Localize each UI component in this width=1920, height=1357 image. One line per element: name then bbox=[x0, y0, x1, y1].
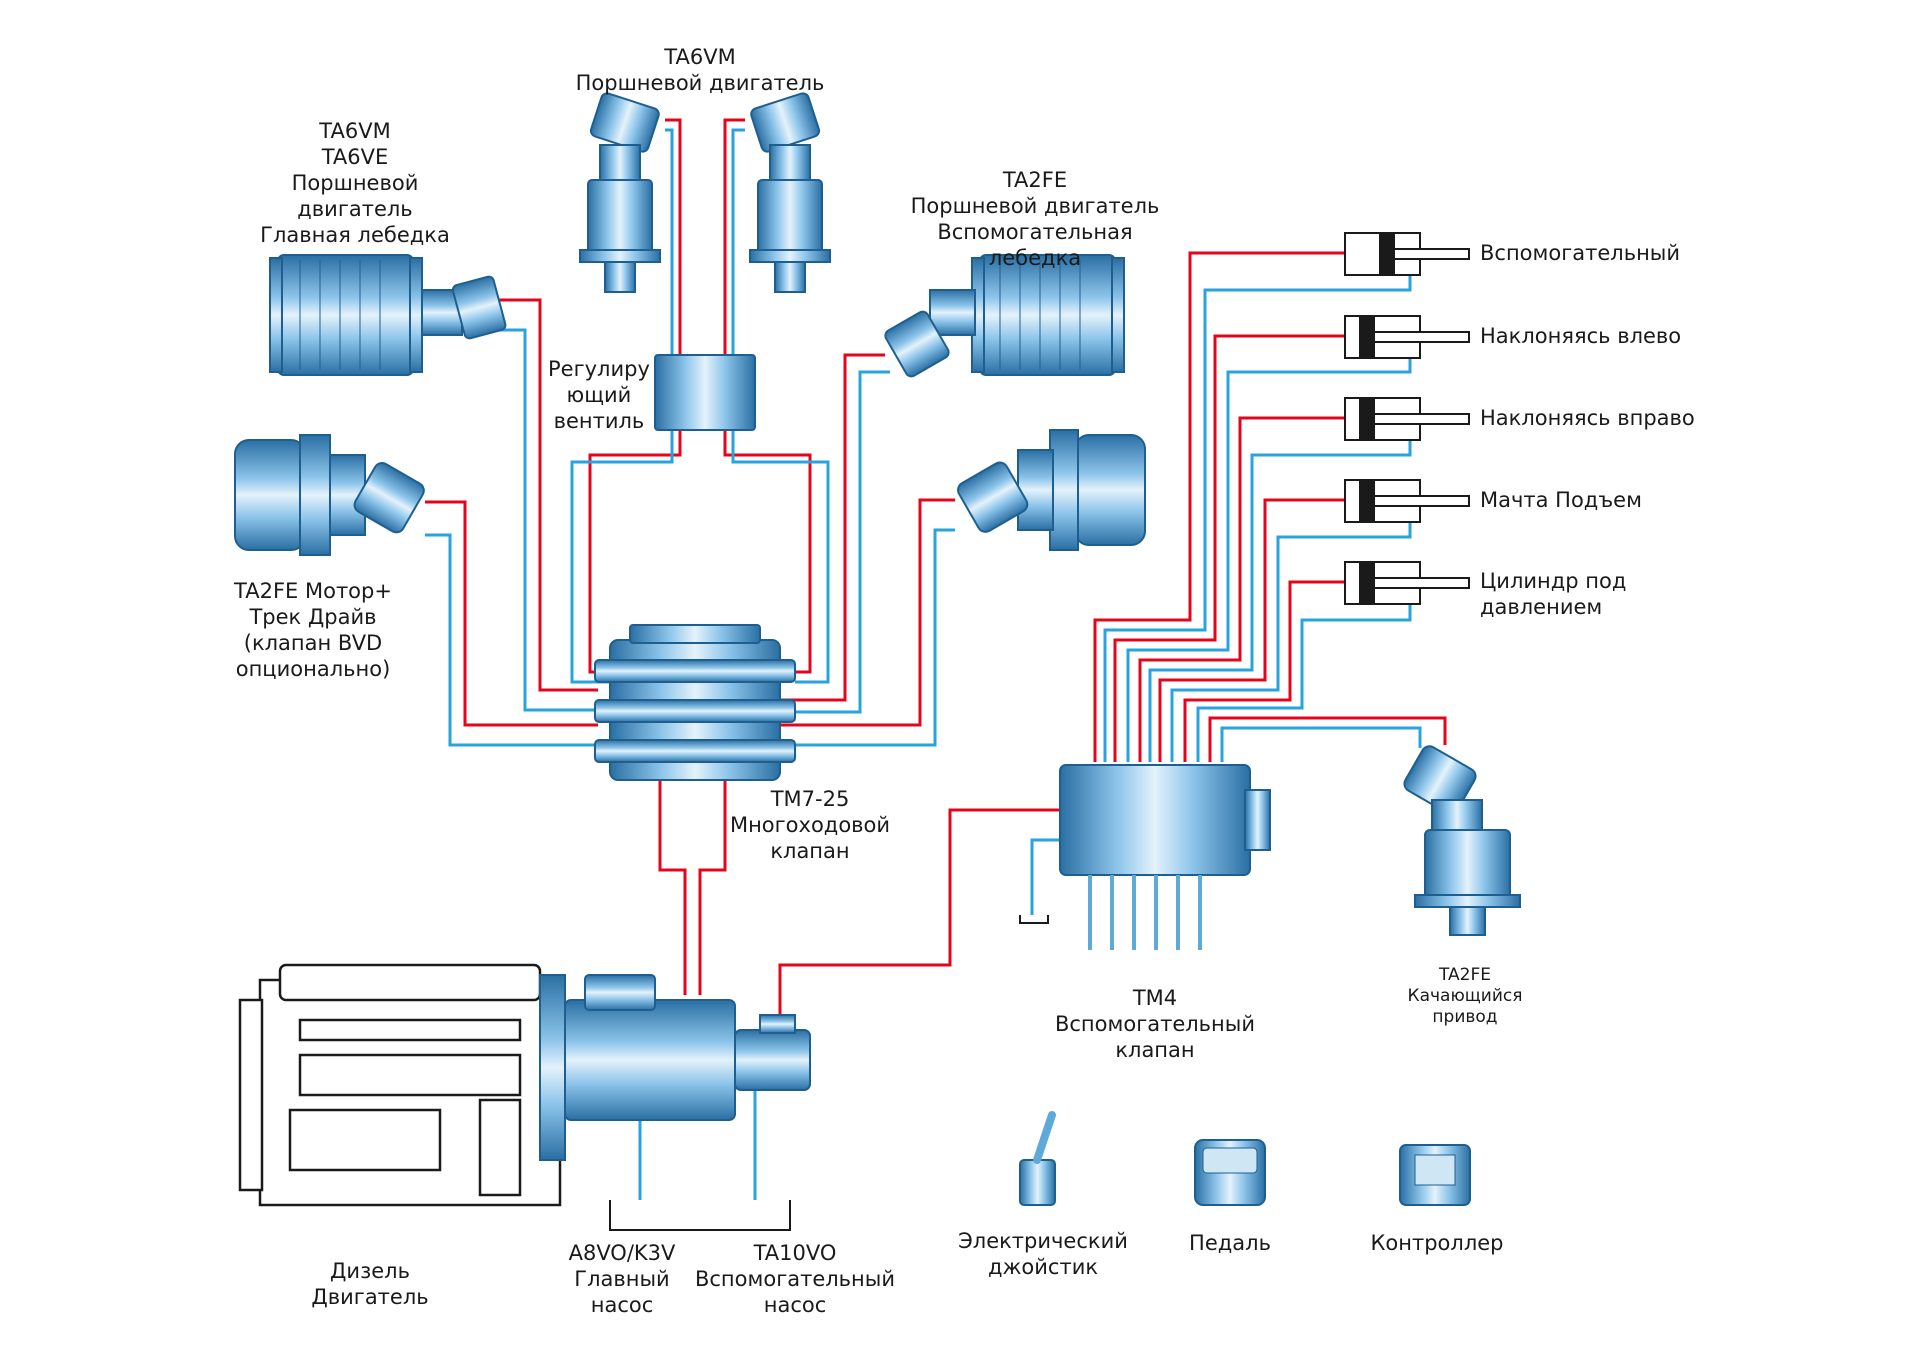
pressure-line-reg-right bbox=[723, 430, 812, 674]
diesel-engine bbox=[238, 963, 562, 1207]
cylinder-5 bbox=[1344, 561, 1470, 605]
label-regulating-valve: Регулиру ющий вентиль bbox=[548, 357, 650, 433]
track-drive-motor-left bbox=[234, 434, 425, 556]
return-line-track-left bbox=[425, 533, 598, 747]
multiway-valve-tm7 bbox=[594, 624, 796, 781]
pedal-icon bbox=[1194, 1139, 1266, 1206]
label-controller: Контроллер bbox=[1370, 1231, 1504, 1255]
return-line-reg-right bbox=[731, 430, 830, 684]
pressure-line-cyl-5 bbox=[1183, 580, 1345, 762]
pressure-line-cyl-1 bbox=[1093, 251, 1345, 762]
return-line-track-right bbox=[780, 528, 955, 747]
pressure-line-top-motor-left bbox=[665, 118, 682, 355]
label-cylinder-3: Наклоняясь вправо bbox=[1480, 406, 1695, 430]
pressure-line-top-motor-right bbox=[723, 118, 745, 355]
label-cylinder-2: Наклоняясь влево bbox=[1480, 324, 1682, 348]
top-piston-motor-right bbox=[749, 92, 831, 293]
return-line-aux-winch bbox=[780, 370, 890, 714]
swing-drive-motor bbox=[1403, 745, 1521, 936]
top-piston-motor-left bbox=[579, 92, 661, 293]
return-line-cyl-3 bbox=[1148, 440, 1412, 762]
pressure-line-multiway-pump-a bbox=[658, 780, 687, 995]
electric-joystick-icon bbox=[1019, 1111, 1056, 1206]
pressure-line-multiway-pump-b bbox=[698, 780, 727, 995]
pressure-line-swing bbox=[1208, 716, 1447, 762]
return-line-top-motor-right bbox=[731, 128, 745, 355]
label-cylinder-1: Вспомогательный bbox=[1480, 241, 1681, 265]
label-cylinder-4: Мачта Подъем bbox=[1480, 488, 1642, 512]
label-pedal: Педаль bbox=[1189, 1231, 1271, 1255]
pressure-line-main-winch bbox=[490, 298, 598, 692]
aux-pump-ta10vo bbox=[734, 1014, 811, 1091]
return-line-cyl-2 bbox=[1126, 358, 1412, 762]
cylinder-3 bbox=[1344, 397, 1470, 441]
return-line-swing bbox=[1220, 726, 1422, 762]
cylinders bbox=[1344, 232, 1470, 605]
pressure-line-track-right bbox=[780, 498, 955, 727]
pressure-line-aux-winch bbox=[780, 353, 885, 702]
pressure-lines bbox=[425, 118, 1447, 1030]
return-line-main-winch bbox=[490, 328, 598, 712]
return-line-reg-left bbox=[570, 430, 674, 684]
return-line-cyl-5 bbox=[1196, 604, 1412, 762]
pressure-line-cyl-4 bbox=[1158, 498, 1345, 762]
cylinder-1 bbox=[1344, 232, 1470, 276]
return-line-cyl-1 bbox=[1103, 275, 1412, 762]
tank-symbol bbox=[1019, 915, 1049, 924]
pressure-line-auxpump-tm4 bbox=[778, 808, 1060, 1030]
track-drive-motor-right bbox=[957, 429, 1146, 551]
aux-valve-tm4 bbox=[1059, 764, 1271, 950]
regulating-valve-body bbox=[654, 354, 756, 431]
controller-icon bbox=[1399, 1144, 1471, 1206]
pressure-line-cyl-3 bbox=[1138, 416, 1345, 762]
cylinder-4 bbox=[1344, 479, 1470, 523]
return-line-cyl-4 bbox=[1170, 522, 1412, 762]
cylinder-2 bbox=[1344, 315, 1470, 359]
return-line-top-motor-left bbox=[665, 128, 674, 355]
main-pump-a8vo bbox=[539, 974, 736, 1161]
main-winch-drum bbox=[269, 254, 507, 376]
return-lines bbox=[425, 128, 1422, 1200]
pressure-line-track-left bbox=[425, 500, 598, 727]
pump-label-bracket bbox=[609, 1200, 791, 1231]
return-line-tm4-tank bbox=[1030, 838, 1060, 915]
pressure-line-cyl-2 bbox=[1113, 334, 1345, 762]
aux-winch-drum bbox=[884, 254, 1125, 378]
